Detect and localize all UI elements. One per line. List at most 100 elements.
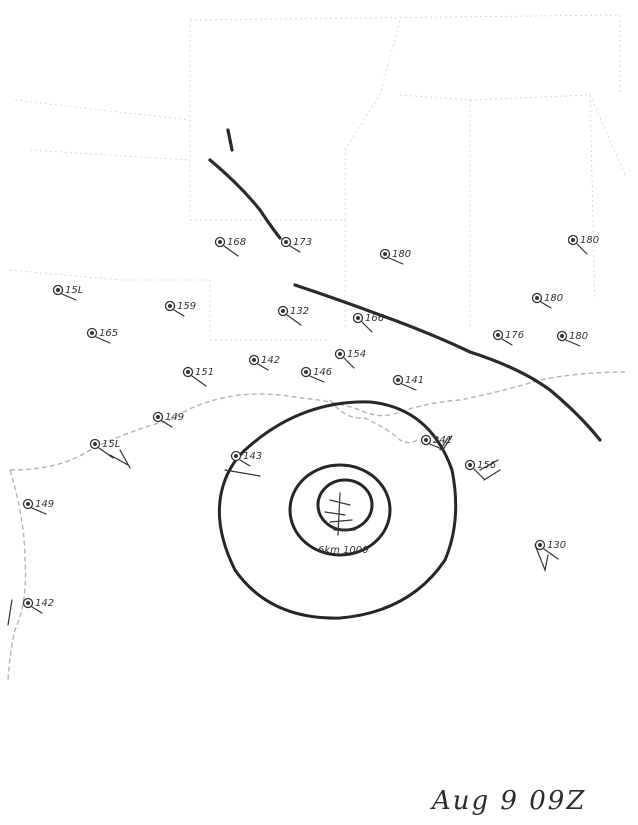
station-dot: [56, 288, 60, 292]
hurricane-center: 6km 1000: [318, 492, 369, 556]
station-plot: 173: [280, 236, 312, 253]
station-pressure-label: 180: [392, 249, 411, 260]
station-plot: 159: [164, 300, 196, 317]
station-plot: 180: [556, 330, 588, 347]
station-dot: [356, 316, 360, 320]
station-dot: [90, 331, 94, 335]
gulf-coastline: [9, 371, 626, 471]
station-plot: 180: [567, 234, 599, 255]
station-wind-barb: [173, 309, 185, 317]
station-plot: 149: [22, 498, 54, 515]
station-pressure-label: 180: [544, 293, 563, 304]
station-wind-barb: [401, 383, 417, 391]
station-dot: [168, 304, 172, 308]
station-dot: [284, 240, 288, 244]
station-dot: [26, 601, 30, 605]
station-dot: [560, 334, 564, 338]
station-wind-barb: [565, 339, 581, 347]
station-wind-barb: [95, 336, 111, 344]
station-plot: 180: [531, 292, 563, 309]
station-wind-barb: [191, 375, 207, 387]
station-dot: [252, 358, 256, 362]
station-dot: [186, 370, 190, 374]
station-dot: [571, 238, 575, 242]
station-wind-barb: [429, 443, 445, 451]
station-plot: 143: [230, 450, 262, 467]
station-pressure-label: 159: [177, 301, 196, 312]
station-plot: 154: [334, 348, 366, 369]
center-scribble: [324, 492, 356, 536]
station-dot: [424, 438, 428, 442]
station-pressure-label: 173: [293, 237, 312, 248]
station-plot: 142: [22, 597, 54, 614]
station-pressure-label: 142: [35, 598, 54, 609]
station-wind-barb: [540, 301, 552, 309]
station-plot: 15L: [89, 438, 120, 459]
station-dot: [218, 240, 222, 244]
station-wind-barb: [31, 507, 47, 515]
front-line-east: [468, 350, 602, 442]
station-pressure-label: 143: [243, 451, 262, 462]
front-line-central: [293, 283, 472, 354]
station-plot: 141: [392, 374, 424, 391]
isobar-inner: [316, 478, 374, 532]
wind-barb: [224, 469, 261, 477]
date-label: Aug 9 09Z: [432, 786, 587, 816]
wind-barb: [7, 599, 13, 626]
station-wind-barb: [239, 459, 251, 467]
isobar-outer: [217, 400, 458, 620]
station-pressure-label: 168: [227, 237, 246, 248]
station-wind-barb: [161, 420, 173, 428]
fronts: [208, 128, 602, 442]
station-pressure-label: 15L: [65, 285, 83, 296]
station-wind-barb: [473, 468, 485, 480]
station-pressure-label: 154: [347, 349, 366, 360]
station-pressure-label: 146: [313, 367, 332, 378]
station-plot: 241: [420, 434, 452, 451]
station-pressure-label: 151: [195, 367, 214, 378]
station-dot: [396, 378, 400, 382]
basemap-boundaries: [7, 14, 626, 681]
station-pressure-label: 15L: [102, 439, 120, 450]
station-wind-barb: [286, 314, 302, 326]
station-dot: [234, 454, 238, 458]
station-pressure-label: 176: [505, 330, 524, 341]
station-wind-barb: [223, 245, 239, 257]
station-wind-barb: [309, 375, 325, 383]
station-wind-barb: [501, 338, 513, 346]
station-wind-barb: [257, 363, 269, 371]
station-pressure-label: 149: [35, 499, 54, 510]
station-wind-barb: [98, 447, 114, 459]
station-wind-barb: [289, 245, 301, 253]
station-dot: [538, 543, 542, 547]
station-plot: 156: [464, 459, 496, 480]
state-border-left: [9, 99, 330, 341]
station-wind-barb: [543, 548, 559, 560]
station-wind-barb: [31, 606, 43, 614]
station-pressure-label: 166: [365, 313, 384, 324]
wind-barb: [479, 459, 501, 481]
hurricane-isobars: [217, 400, 458, 620]
station-plot: 180: [379, 248, 411, 265]
station-pressure-label: 149: [165, 412, 184, 423]
wind-barb: [534, 544, 549, 573]
station-dot: [304, 370, 308, 374]
texas-coastline: [7, 469, 27, 681]
station-wind-barb: [61, 293, 77, 301]
station-dot: [93, 442, 97, 446]
isobar-middle: [288, 463, 392, 557]
front-line-tick: [226, 128, 234, 152]
station-pressure-label: 180: [580, 235, 599, 246]
station-dot: [496, 333, 500, 337]
station-pressure-label: 142: [261, 355, 280, 366]
station-dot: [468, 463, 472, 467]
station-dot: [338, 352, 342, 356]
wind-barbs: [7, 435, 549, 626]
front-line-west: [208, 158, 282, 240]
station-plot: 146: [300, 366, 332, 383]
station-plot: 168: [214, 236, 246, 257]
station-plot: 176: [492, 329, 524, 346]
station-dot: [383, 252, 387, 256]
